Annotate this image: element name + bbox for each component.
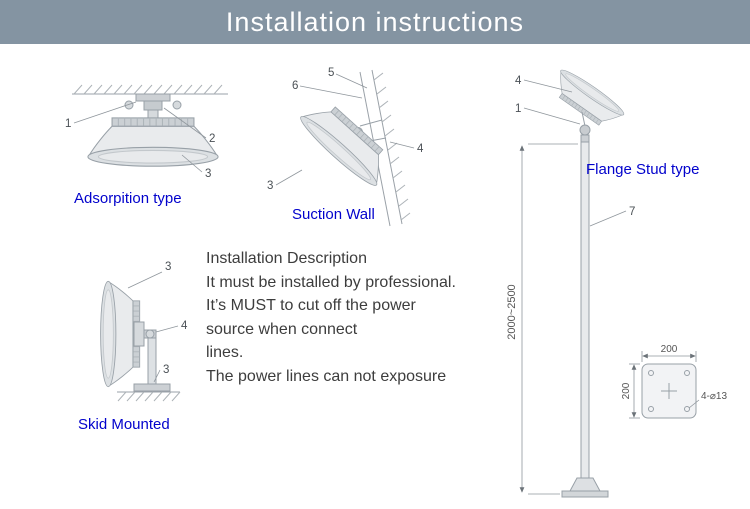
- callout-mid: 4: [181, 320, 188, 332]
- page-title: Installation instructions: [225, 6, 525, 37]
- description-line: The power lines can not exposure: [206, 367, 447, 385]
- callout-1: 1: [515, 103, 521, 115]
- mounting-bracket: [124, 93, 182, 119]
- callout-3: 3: [205, 168, 211, 180]
- installation-description: Installation Description It must be inst…: [206, 247, 506, 388]
- plate-width-dimension: 200: [661, 344, 678, 355]
- description-line: source when connect: [206, 320, 358, 338]
- ground-hatch: [117, 391, 181, 402]
- callout-7: 7: [629, 206, 635, 218]
- flange-plate-detail: [641, 363, 697, 419]
- adsorption-type-diagram: 1 2 3: [65, 84, 228, 180]
- description-title: Installation Description: [206, 250, 367, 267]
- flange-stud-label: Flange Stud type: [586, 161, 700, 178]
- pole: [561, 111, 609, 498]
- header-banner: Installation instructions: [0, 0, 750, 44]
- callout-5: 5: [328, 67, 334, 79]
- plate-dimensions: [629, 351, 700, 419]
- description-line: It must be installed by professional.: [206, 273, 456, 291]
- callout-2: 2: [209, 133, 215, 145]
- leader-lines: [127, 271, 179, 383]
- floodlight-lamp: [87, 117, 219, 167]
- suction-wall-diagram: 6 5 4 3: [267, 67, 424, 227]
- callout-1: 1: [65, 118, 71, 130]
- description-line: It’s MUST to cut off the power: [206, 297, 416, 314]
- leader-lines: [523, 79, 627, 227]
- plate-height-dimension: 200: [621, 382, 632, 399]
- callout-4: 4: [515, 75, 522, 87]
- callout-top: 3: [165, 261, 171, 273]
- leader-lines: [73, 101, 207, 173]
- flange-stud-diagram: 2000~2500 4 1 7 200 200 4-⌀13: [506, 65, 727, 498]
- bolt-holes-dimension: 4-⌀13: [701, 391, 727, 402]
- callout-3: 3: [267, 180, 273, 192]
- ceiling-hatch: [72, 84, 228, 95]
- pole-height-dimension: 2000~2500: [506, 284, 518, 339]
- description-line: lines.: [206, 344, 244, 361]
- height-dimension: [519, 143, 578, 495]
- floodlight-lamp: [547, 65, 628, 134]
- callout-4: 4: [417, 143, 424, 155]
- suction-wall-label: Suction Wall: [292, 206, 375, 223]
- callout-bottom: 3: [163, 364, 169, 376]
- adsorption-type-label: Adsorpition type: [74, 190, 182, 207]
- skid-bracket: [133, 321, 171, 392]
- leader-lines: [275, 73, 415, 186]
- skid-mounted-label: Skid Mounted: [78, 416, 170, 433]
- skid-mounted-diagram: 3 4 3: [100, 261, 188, 402]
- floodlight-lamp: [295, 93, 398, 191]
- callout-6: 6: [292, 80, 298, 92]
